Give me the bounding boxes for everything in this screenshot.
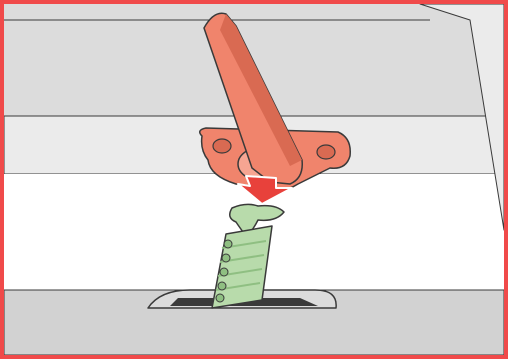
screw-hole-right [317, 145, 335, 159]
screw-hole-left [213, 139, 231, 153]
